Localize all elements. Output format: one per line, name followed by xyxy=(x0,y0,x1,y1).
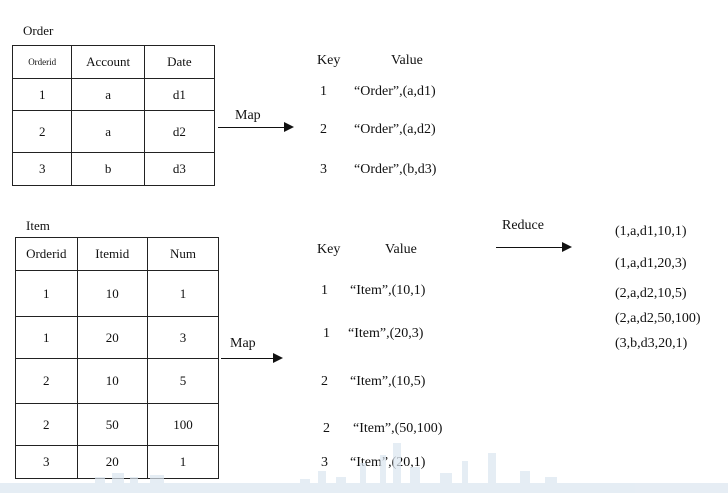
order-kv-key: 1 xyxy=(320,84,327,99)
table-cell: 10 xyxy=(76,270,148,317)
item-kv-value: “Item”,(20,1) xyxy=(350,455,426,470)
table-cell: a xyxy=(71,78,145,111)
result-item: (2,a,d2,50,100) xyxy=(615,311,701,326)
item-table-title: Item xyxy=(26,218,50,233)
skyline-watermark xyxy=(0,443,728,493)
table-cell: 2 xyxy=(11,110,73,153)
order-kv-value: “Order”,(a,d2) xyxy=(354,122,436,137)
item-kv-key: 2 xyxy=(321,374,328,389)
table-cell: b xyxy=(71,152,145,186)
item-kv-value: “Item”,(10,5) xyxy=(350,374,426,389)
table-cell: 1 xyxy=(146,445,220,479)
table-cell: a xyxy=(71,110,145,153)
order-kv-key-header: Key xyxy=(317,53,341,68)
reduce-arrow xyxy=(496,242,572,252)
order-kv-key: 2 xyxy=(320,122,327,137)
item-kv-key: 3 xyxy=(321,455,328,470)
order-kv-value: “Order”,(a,d1) xyxy=(354,84,436,99)
item-header-num: Num xyxy=(146,237,220,271)
table-cell: 2 xyxy=(15,358,78,404)
table-cell: 20 xyxy=(76,316,148,359)
table-cell: 3 xyxy=(11,152,73,186)
result-item: (3,b,d3,20,1) xyxy=(615,336,688,351)
item-map-arrow xyxy=(221,353,283,363)
table-cell: d1 xyxy=(143,78,216,111)
order-header-date: Date xyxy=(143,45,216,79)
order-map-label: Map xyxy=(235,108,261,123)
order-table-title: Order xyxy=(23,23,54,38)
item-kv-value: “Item”,(20,3) xyxy=(348,326,424,341)
result-item: (2,a,d2,10,5) xyxy=(615,286,687,301)
order-kv-value-header: Value xyxy=(391,53,423,68)
item-kv-key: 1 xyxy=(321,283,328,298)
table-cell: 50 xyxy=(76,403,148,446)
item-kv-value: “Item”,(10,1) xyxy=(350,283,426,298)
table-cell: 10 xyxy=(76,358,148,404)
item-kv-key-header: Key xyxy=(317,242,341,257)
order-table: Orderid Account Date 1 a d1 2 a d2 3 b d… xyxy=(11,45,216,186)
order-header-account: Account xyxy=(71,45,145,79)
item-kv-value: “Item”,(50,100) xyxy=(353,421,443,436)
reduce-label: Reduce xyxy=(502,218,544,233)
table-cell: d3 xyxy=(143,152,216,186)
item-kv-value-header: Value xyxy=(385,242,417,257)
item-map-label: Map xyxy=(230,336,256,351)
table-cell: d2 xyxy=(143,110,216,153)
order-kv-key: 3 xyxy=(320,162,327,177)
table-cell: 1 xyxy=(146,270,220,317)
table-cell: 100 xyxy=(146,403,220,446)
result-item: (1,a,d1,20,3) xyxy=(615,256,687,271)
item-table: Orderid Itemid Num 1 10 1 1 20 3 2 10 5 … xyxy=(15,237,220,479)
table-cell: 1 xyxy=(11,78,73,111)
item-header-itemid: Itemid xyxy=(76,237,148,271)
table-cell: 3 xyxy=(146,316,220,359)
table-cell: 3 xyxy=(15,445,78,479)
result-item: (1,a,d1,10,1) xyxy=(615,224,687,239)
order-map-arrow xyxy=(218,122,294,132)
item-kv-key: 1 xyxy=(323,326,330,341)
order-kv-value: “Order”,(b,d3) xyxy=(354,162,437,177)
table-cell: 5 xyxy=(146,358,220,404)
table-cell: 20 xyxy=(76,445,148,479)
item-kv-key: 2 xyxy=(323,421,330,436)
order-header-orderid: Orderid xyxy=(11,45,73,79)
table-cell: 1 xyxy=(15,270,78,317)
item-header-orderid: Orderid xyxy=(15,237,78,271)
table-cell: 1 xyxy=(15,316,78,359)
